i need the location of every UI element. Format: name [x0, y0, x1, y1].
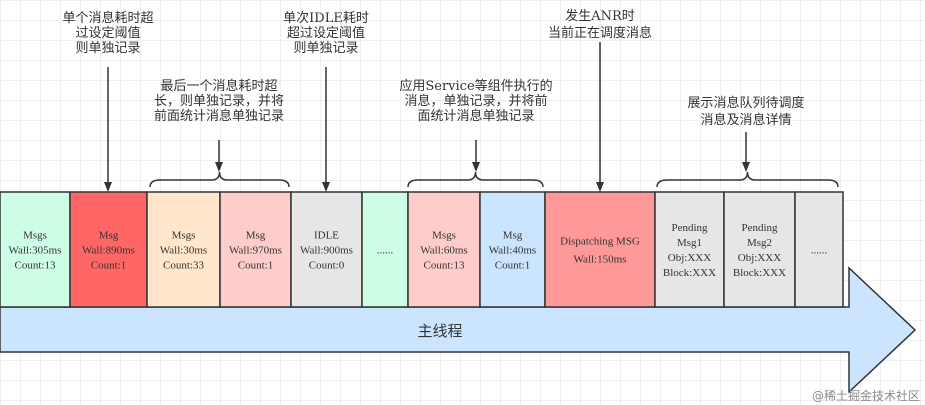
cell-text-line: Dispatching MSG	[560, 236, 640, 248]
cell-text-line: Block:XXX	[663, 267, 716, 279]
cell-dispatching-msg: Dispatching MSG Wall:150ms	[544, 191, 656, 308]
cell-text-line: Wall:900ms	[300, 245, 353, 257]
cell-text-line: Wall:890ms	[82, 245, 135, 257]
message-cells: MsgsWall:305msCount:13MsgWall:890msCount…	[0, 191, 844, 308]
cell-text-line: Block:XXX	[733, 267, 786, 279]
main-thread-arrow	[0, 266, 917, 394]
cell-text-line: Wall:60ms	[420, 245, 467, 257]
cell-box	[146, 191, 221, 308]
cell-text-line: Count:33	[163, 260, 204, 272]
annotation-text-line: 超过设定阈值	[287, 25, 365, 41]
annotation-text-line: 发生ANR时	[565, 8, 635, 24]
cell-box	[544, 191, 656, 308]
annotation-text-line: 应用Service等组件执行的	[399, 78, 552, 94]
annotation-text-line: 长，则单独记录，并将	[154, 94, 284, 109]
cell-text-line: ......	[377, 245, 394, 257]
annotation-text-line: 前面统计消息单独记录	[154, 108, 284, 124]
cell-text-line: Wall:970ms	[229, 245, 282, 257]
cell-box	[654, 191, 725, 308]
cell-text-line: Msgs	[432, 230, 456, 242]
cell-ellipsis-2: ......	[794, 191, 844, 308]
cell-text-line: Count:1	[91, 260, 126, 272]
cell-box	[69, 191, 148, 308]
annotation-text-line: 单次IDLE耗时	[283, 10, 369, 26]
cell-text-line: ......	[811, 245, 828, 257]
arrow-head-icon	[472, 162, 480, 172]
cell-text-line: Obj:XXX	[668, 252, 711, 264]
annotation-text-line: 当前正在调度消息	[548, 25, 652, 41]
curly-brace	[407, 171, 544, 188]
annotation-text-line: 过设定阈值	[75, 25, 140, 41]
cell-text-line: Msg	[99, 230, 119, 242]
curly-brace	[656, 171, 839, 188]
cell-text-line: Count:13	[424, 260, 465, 272]
cell-text-line: Count:0	[309, 260, 345, 272]
watermark: @稀土掘金技术社区	[812, 388, 920, 403]
cell-text-line: IDLE	[314, 230, 339, 242]
cell-text-line: Count:1	[495, 260, 530, 272]
arrow-head-icon	[596, 182, 604, 192]
annotation-text-line: 则单独记录	[75, 41, 140, 56]
cell-box	[361, 191, 409, 308]
cell-box	[723, 191, 796, 308]
annotation-text-line: 单个消息耗时超	[62, 10, 153, 26]
annotation-text-line: 面统计消息单独记录	[417, 108, 534, 124]
annotation-text-line: 则单独记录	[293, 41, 358, 56]
cell-text-line: Wall:40ms	[489, 245, 536, 257]
cell-box	[290, 191, 363, 308]
curly-brace	[149, 171, 290, 188]
cell-box	[219, 191, 292, 308]
cell-text-line: Msg	[503, 230, 523, 242]
cell-box	[794, 191, 844, 308]
cell-box	[0, 191, 71, 308]
annotation-text-line: 最后一个消息耗时超	[160, 78, 277, 94]
cell-text-line: Msgs	[23, 230, 47, 242]
arrow-head-icon	[104, 182, 112, 192]
cell-text-line: Msg	[246, 230, 266, 242]
cell-text-line: Msgs	[172, 230, 196, 242]
cell-text-line: Count:1	[238, 260, 273, 272]
main-thread-label: 主线程	[417, 322, 462, 340]
cell-text-line: Pending	[741, 222, 778, 234]
cell-text-line: Msg1	[677, 237, 702, 249]
cell-text-line: Obj:XXX	[738, 252, 781, 264]
annotation-text-line: 消息及消息详情	[700, 112, 791, 128]
cell-text-line: Wall:305ms	[9, 245, 62, 257]
cell-text-line: Wall:30ms	[160, 245, 207, 257]
arrow-head-icon	[742, 162, 750, 172]
annotation-text-line: 消息，单独记录，并将前	[404, 93, 547, 109]
annotations: 单个消息耗时超过设定阈值则单独记录最后一个消息耗时超长，则单独记录，并将前面统计…	[62, 8, 839, 192]
arrow-head-icon	[215, 162, 223, 172]
annotation-text-line: 展示消息队列待调度	[687, 95, 804, 111]
cell-text-line: Msg2	[747, 237, 772, 249]
cell-text-line: Wall:150ms	[574, 254, 627, 266]
cell-ellipsis-1: ......	[361, 191, 409, 308]
cell-text-line: Pending	[671, 222, 708, 234]
cell-text-line: Count:13	[15, 260, 56, 272]
arrow-head-icon	[322, 182, 330, 192]
